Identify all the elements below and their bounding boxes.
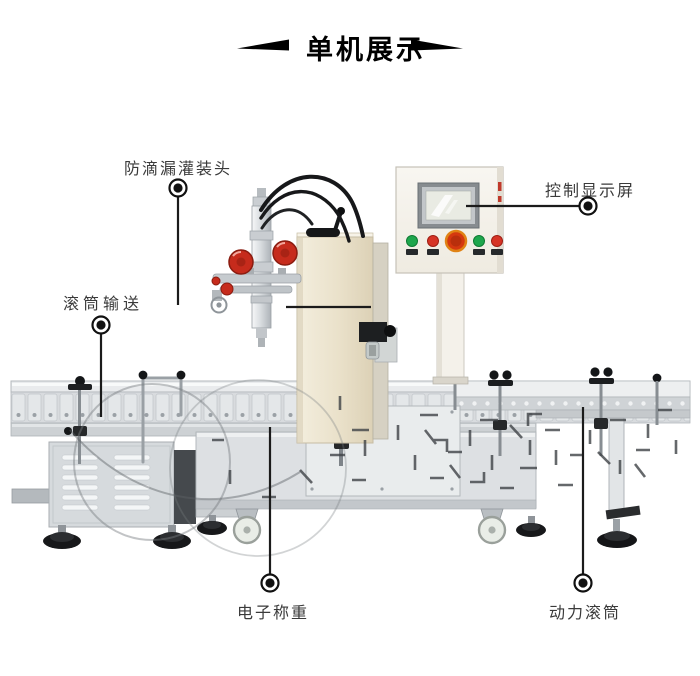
- callout-markers: [91, 178, 598, 593]
- bullseye-control-screen: [578, 196, 598, 216]
- swoosh-arrow-left: [237, 39, 289, 51]
- green-button: [406, 235, 418, 247]
- label-roller-conveyor: 滚筒输送: [63, 296, 144, 313]
- valve-knob-red: [211, 240, 298, 296]
- page-title: 单机展示: [306, 35, 426, 65]
- bullseye-roller-conveyor: [91, 315, 111, 335]
- label-filling-head: 防滴漏灌装头: [124, 161, 233, 178]
- push-buttons: [406, 229, 503, 255]
- green-button: [473, 235, 485, 247]
- swoosh-arrow-right: [411, 39, 463, 51]
- hose-black: [259, 174, 365, 243]
- bullseye-filling-head: [168, 178, 188, 198]
- label-control-screen: 控制显示屏: [545, 183, 636, 200]
- machine-feet: [43, 417, 641, 549]
- label-electronic-weighing: 电子称重: [237, 605, 310, 622]
- dosing-cylinder: [249, 188, 274, 347]
- air-regulator: [359, 322, 396, 360]
- filling-station: [210, 174, 398, 444]
- caster-wheel: [232, 508, 262, 545]
- red-button: [427, 235, 439, 247]
- callout-lines: [99, 197, 585, 574]
- caster-wheel: [477, 508, 507, 545]
- title-arrows: [237, 39, 463, 51]
- watermark: [69, 379, 678, 557]
- red-button: [491, 235, 503, 247]
- bullseye-power-roller: [573, 573, 593, 593]
- control-panel: [395, 166, 504, 385]
- bullseye-electronic-weighing: [260, 573, 280, 593]
- label-power-roller: 动力滚筒: [549, 605, 622, 622]
